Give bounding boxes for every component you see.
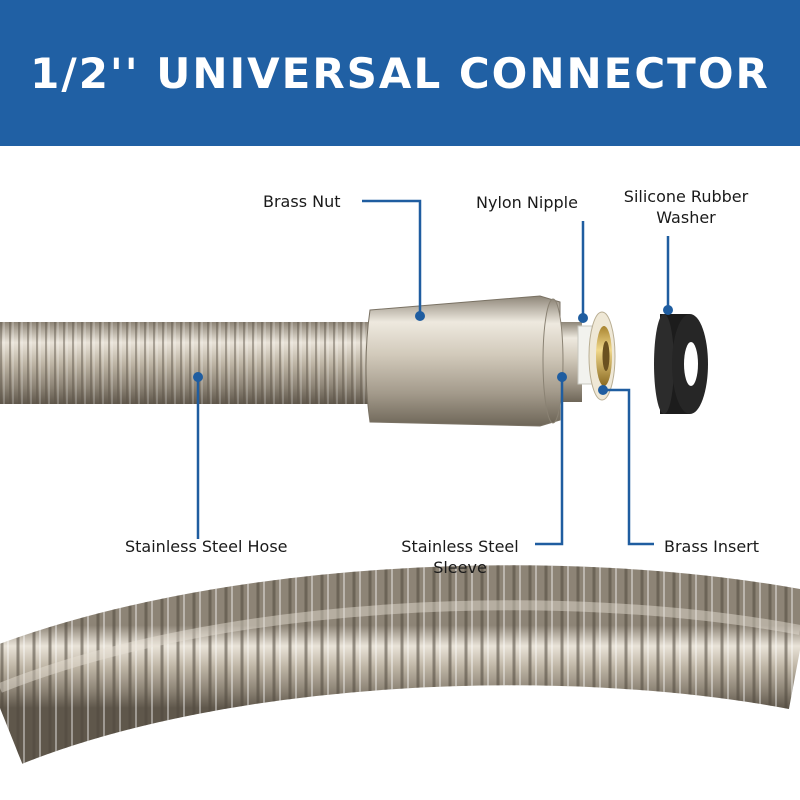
label-washer-line1: Silicone Rubber [623,187,749,206]
label-sleeve-line1: Stainless Steel [401,537,519,556]
brass-nut [365,295,564,427]
leader-sleeve [535,377,564,546]
banner-title: 1/2'' UNIVERSAL CONNECTOR [30,48,770,98]
leader-brass-nut [362,199,422,316]
label-sleeve-line2: Sleeve [433,558,487,577]
curved-hose [0,565,800,800]
label-silicone-rubber-washer: Silicone Rubber Washer [620,186,752,228]
silicone-rubber-washer [654,314,708,414]
label-brass-insert: Brass Insert [664,537,760,556]
leader-dots [193,305,673,395]
leader-brass-insert [603,388,654,546]
leader-lines [196,199,670,546]
label-stainless-steel-hose: Stainless Steel Hose [125,537,288,556]
label-washer-line2: Washer [656,208,716,227]
label-stainless-steel-sleeve: Stainless Steel Sleeve [398,536,522,578]
label-nylon-nipple: Nylon Nipple [476,193,578,212]
brass-insert [588,311,616,401]
title-banner: 1/2'' UNIVERSAL CONNECTOR [0,0,800,146]
label-brass-nut: Brass Nut [263,192,341,211]
stainless-steel-hose [0,322,370,404]
